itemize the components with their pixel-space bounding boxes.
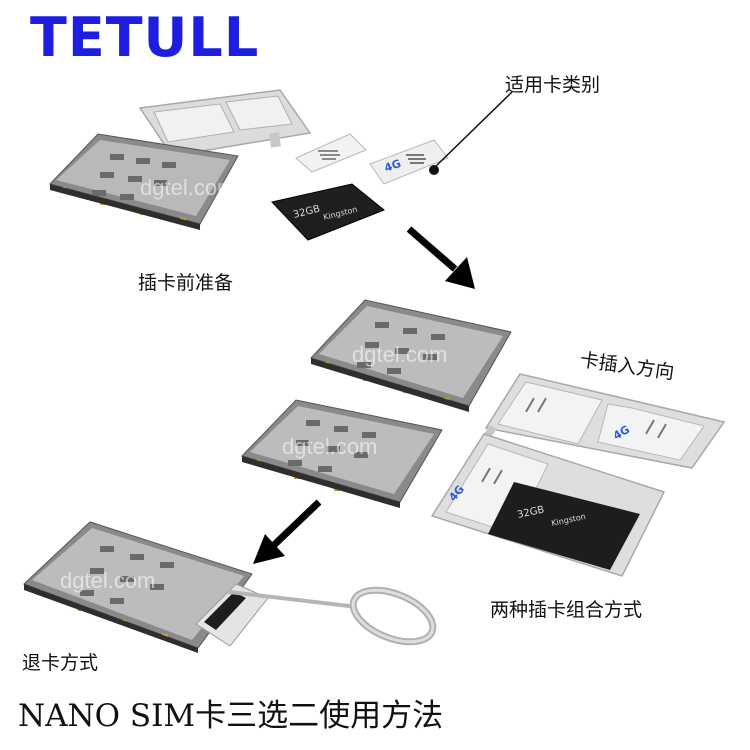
- sim-connector-image: [310, 299, 512, 412]
- card-type-label: 适用卡类别: [505, 74, 601, 96]
- down-right-arrow-icon: [406, 226, 475, 289]
- tray-sim-sd-image: 4G 32GB Kingston: [430, 433, 666, 577]
- sim-tray-image: [138, 89, 312, 157]
- down-left-arrow-icon: [253, 499, 322, 564]
- eject-label: 退卡方式: [22, 652, 99, 674]
- page-title: NANO SIM卡三选二使用方法: [18, 698, 444, 734]
- svg-text:4G: 4G: [383, 157, 403, 175]
- pointer-line: [429, 91, 513, 175]
- sim-connector-image: [241, 399, 443, 508]
- sim-card-4g-image: 4G: [369, 139, 449, 185]
- combo-label: 两种插卡组合方式: [490, 599, 643, 621]
- tray-two-sim-image: 4G: [483, 373, 726, 469]
- brand-logo: TETULL: [30, 6, 260, 69]
- microsd-card-image: 32GB Kingston: [271, 183, 385, 241]
- sim-connector-image: [49, 133, 239, 230]
- eject-pin-tool-image: [227, 586, 437, 646]
- prepare-label: 插卡前准备: [138, 272, 234, 294]
- nano-sim-card-image: [295, 133, 367, 173]
- sim-connector-ejected-image: [23, 521, 269, 653]
